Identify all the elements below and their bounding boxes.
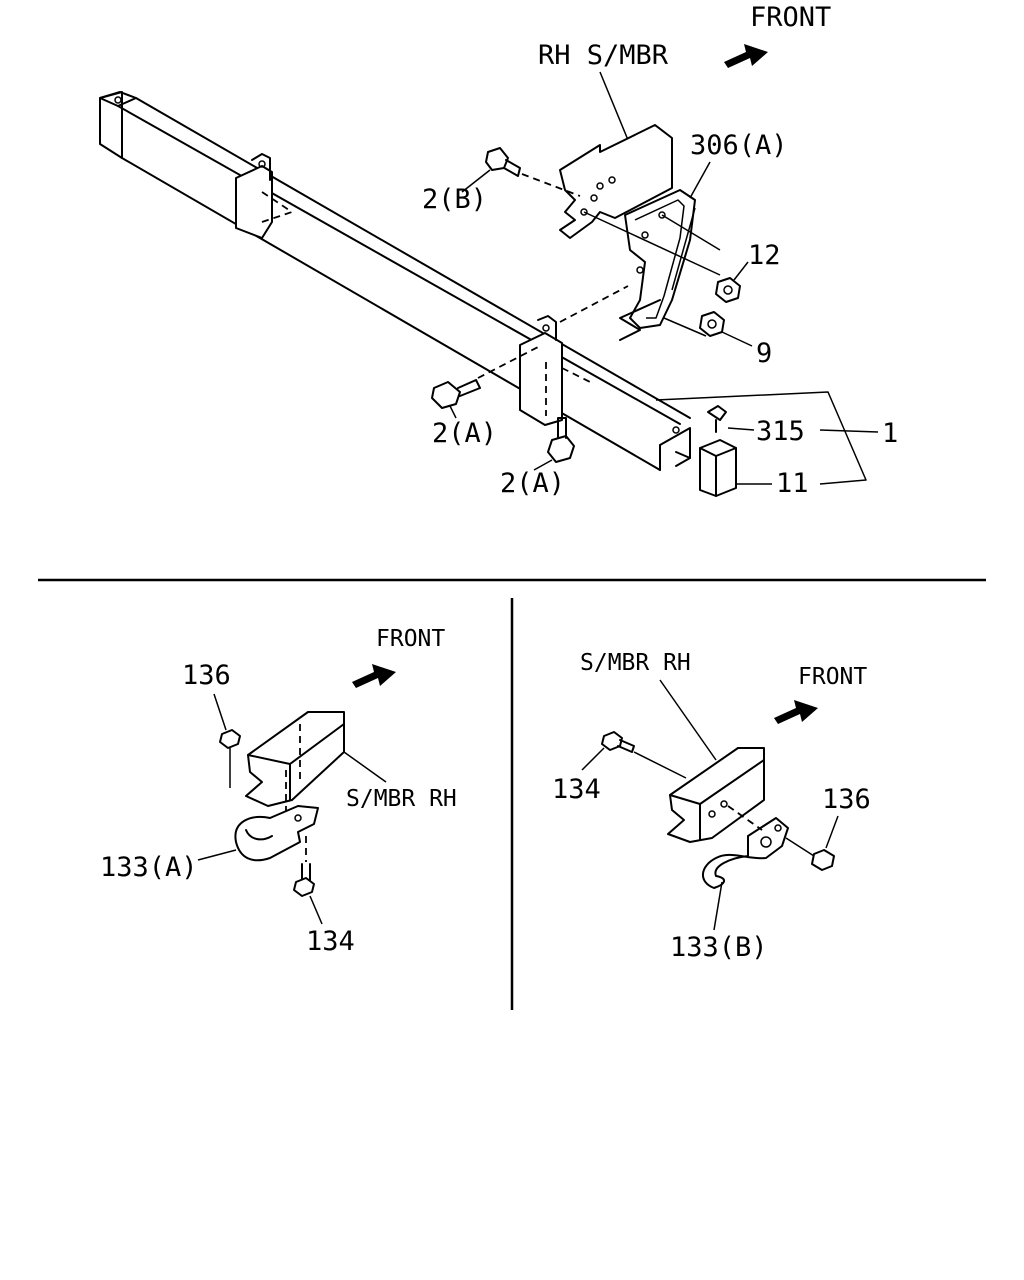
label-11: 11: [776, 468, 809, 499]
bl-label-134: 134: [306, 926, 355, 957]
label-2a-upper: 2(A): [432, 418, 497, 449]
bottom-left-panel: FRONT 136 S/MBR RH 133(A): [100, 626, 457, 957]
bolt-2b-icon: [485, 147, 521, 177]
label-2b: 2(B): [422, 184, 487, 215]
nut-9-icon: [699, 311, 725, 337]
bl-label-136: 136: [182, 660, 231, 691]
bl-front-arrow-icon: [352, 664, 396, 688]
br-tow-hook-133b-icon: [702, 817, 789, 889]
br-front-label: FRONT: [798, 664, 867, 690]
bolt-2a-lower-icon: [547, 417, 575, 463]
br-nut-136-icon: [811, 849, 835, 871]
br-front-arrow-icon: [774, 700, 818, 724]
top-member-label: RH S/MBR: [538, 40, 669, 71]
top-front-arrow-icon: [724, 44, 768, 68]
bottom-right-panel: FRONT S/MBR RH 134 133(B): [552, 650, 871, 963]
bl-member-label: S/MBR RH: [346, 786, 457, 812]
br-side-member: [667, 747, 765, 843]
br-label-133b: 133(B): [670, 932, 768, 963]
label-306a: 306(A): [690, 130, 788, 161]
br-member-label: S/MBR RH: [580, 650, 691, 676]
bl-nut-136-icon: [219, 729, 241, 749]
bolt-2a-upper-icon: [431, 379, 481, 409]
top-panel: FRONT RH S/MBR 306(A) 2(B): [99, 2, 898, 499]
label-12: 12: [748, 240, 781, 271]
bl-front-label: FRONT: [376, 626, 445, 652]
clip-315-icon: [707, 405, 727, 433]
bl-label-133a: 133(A): [100, 852, 198, 883]
crossmember: [99, 91, 691, 471]
label-315: 315: [756, 416, 805, 447]
br-bolt-134-icon: [601, 731, 635, 753]
bl-side-member: [245, 711, 345, 820]
bl-bolt-134-icon: [293, 863, 315, 897]
label-1: 1: [882, 418, 898, 449]
cap-11-icon: [699, 439, 737, 497]
top-front-label: FRONT: [750, 2, 831, 33]
label-2a-lower: 2(A): [500, 468, 565, 499]
br-label-134: 134: [552, 774, 601, 805]
bl-tow-hook-133a-icon: [234, 805, 319, 862]
label-9: 9: [756, 338, 772, 369]
br-label-136: 136: [822, 784, 871, 815]
nut-12-icon: [715, 277, 741, 303]
